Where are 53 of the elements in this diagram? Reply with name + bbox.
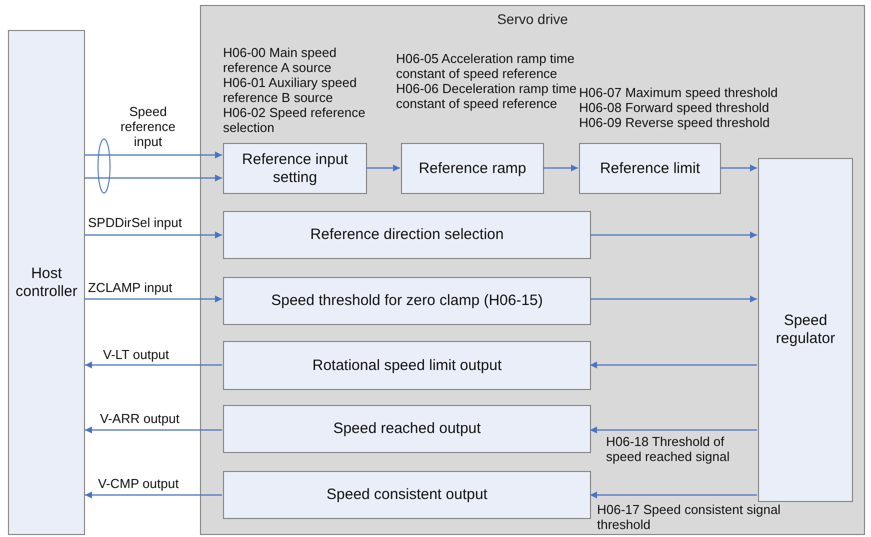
arrow <box>85 426 222 434</box>
box-label: Reference ramp <box>418 160 528 178</box>
arrow <box>85 174 222 182</box>
arrow <box>543 164 578 172</box>
box-label: Speed threshold for zero clamp (H06-15) <box>270 292 544 310</box>
box-label: Reference direction selection <box>309 226 505 244</box>
process-box <box>223 143 367 194</box>
edge-label: V-LT output <box>103 347 170 362</box>
box-label: Host controller <box>14 264 78 300</box>
arrow <box>85 492 222 498</box>
process-box <box>579 143 721 194</box>
parameter-note: H06-09 Reverse speed threshold <box>579 115 771 130</box>
arrow <box>366 164 400 172</box>
edge-label: ZCLAMP input <box>88 280 174 295</box>
parameter-note: H06-07 Maximum speed threshold <box>579 85 779 100</box>
process-box <box>223 277 591 325</box>
box-label: Reference input setting <box>241 150 349 186</box>
parameter-note: H06-05 Acceleration ramp time constant of speed reference <box>396 51 576 81</box>
panel-title: Servo drive <box>496 10 569 29</box>
arrow <box>85 232 222 238</box>
arrow <box>85 296 222 302</box>
edge-label: H06-17 Speed consistent signal threshold <box>597 502 782 532</box>
edge-label: Speed reference input <box>120 104 176 149</box>
parameter-note: H06-02 Speed reference selection <box>223 105 366 135</box>
process-box <box>223 405 591 453</box>
process-box <box>8 30 85 535</box>
parameter-note: H06-06 Deceleration ramp time constant of speed reference <box>396 81 578 111</box>
box-label: Reference limit <box>598 160 702 178</box>
edge-label: V-CMP output <box>98 476 180 491</box>
parameter-note: H06-00 Main speed reference A source <box>223 45 338 75</box>
arrow <box>590 492 757 498</box>
edge-label: V-ARR output <box>100 411 180 426</box>
process-box <box>758 158 853 502</box>
box-label: Rotational speed limit output <box>311 356 503 374</box>
box-label: Speed reached output <box>332 420 482 438</box>
process-box <box>223 471 591 519</box>
edge-label: H06-18 Threshold of speed reached signal <box>606 434 731 464</box>
process-box <box>223 341 591 390</box>
parameter-note: H06-08 Forward speed threshold <box>579 100 770 115</box>
arrow <box>590 426 757 434</box>
arrow <box>720 164 757 172</box>
arrow <box>590 296 757 302</box>
arrow <box>85 362 222 368</box>
box-label: Speed regulator <box>774 312 836 348</box>
arrow <box>590 232 757 238</box>
container-panel <box>200 5 865 535</box>
arrow <box>590 362 757 368</box>
process-box <box>223 211 591 259</box>
process-box <box>401 143 544 194</box>
arrow <box>85 152 222 158</box>
edge-label: SPDDirSel input <box>88 215 183 230</box>
box-label: Speed consistent output <box>326 486 488 504</box>
parameter-note: H06-01 Auxiliary speed reference B source <box>223 75 358 105</box>
